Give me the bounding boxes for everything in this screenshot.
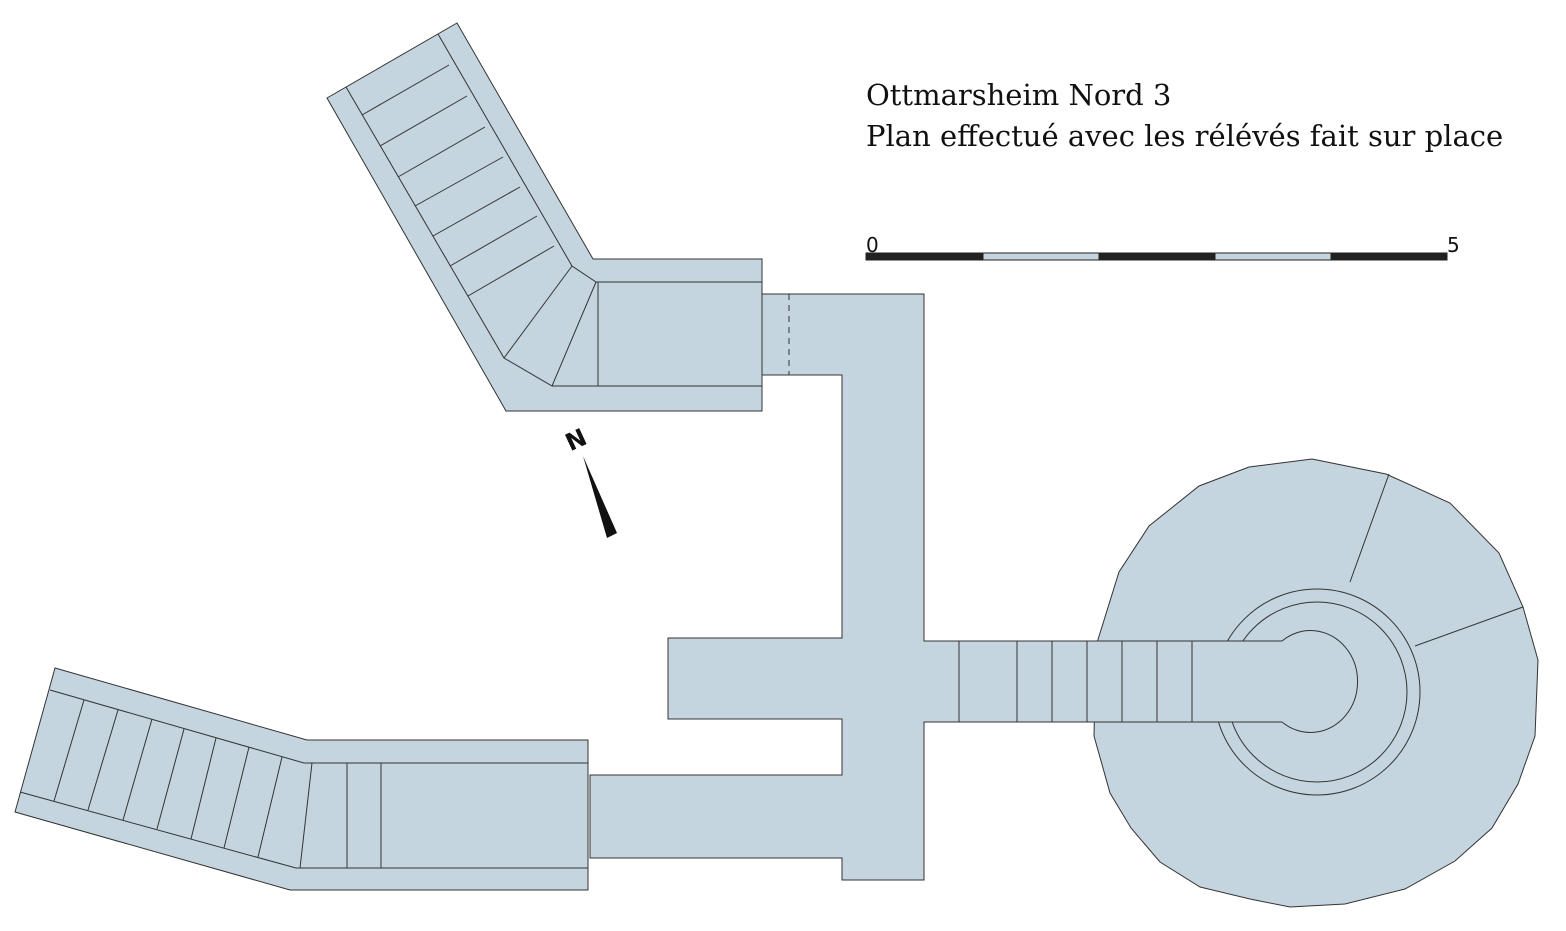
east-passage — [924, 640, 1282, 723]
northwest-stairway — [326, 22, 763, 412]
scale-segment — [982, 252, 1100, 261]
circular-chamber — [1093, 458, 1539, 908]
scale-segment — [1098, 252, 1216, 261]
north-arrow-icon: N — [561, 423, 617, 538]
scale-start-label: 0 — [866, 233, 879, 257]
title-line-1: Ottmarsheim Nord 3 — [866, 78, 1172, 112]
scale-segment — [865, 252, 984, 261]
scale-segment — [1214, 252, 1332, 261]
scale-segment — [1330, 252, 1448, 261]
title-line-2: Plan effectué avec les rélévés fait sur … — [866, 119, 1504, 153]
scale-end-label: 5 — [1447, 233, 1460, 257]
north-label: N — [561, 423, 591, 457]
scale-bar — [865, 252, 1448, 261]
southwest-stairway — [14, 667, 589, 891]
